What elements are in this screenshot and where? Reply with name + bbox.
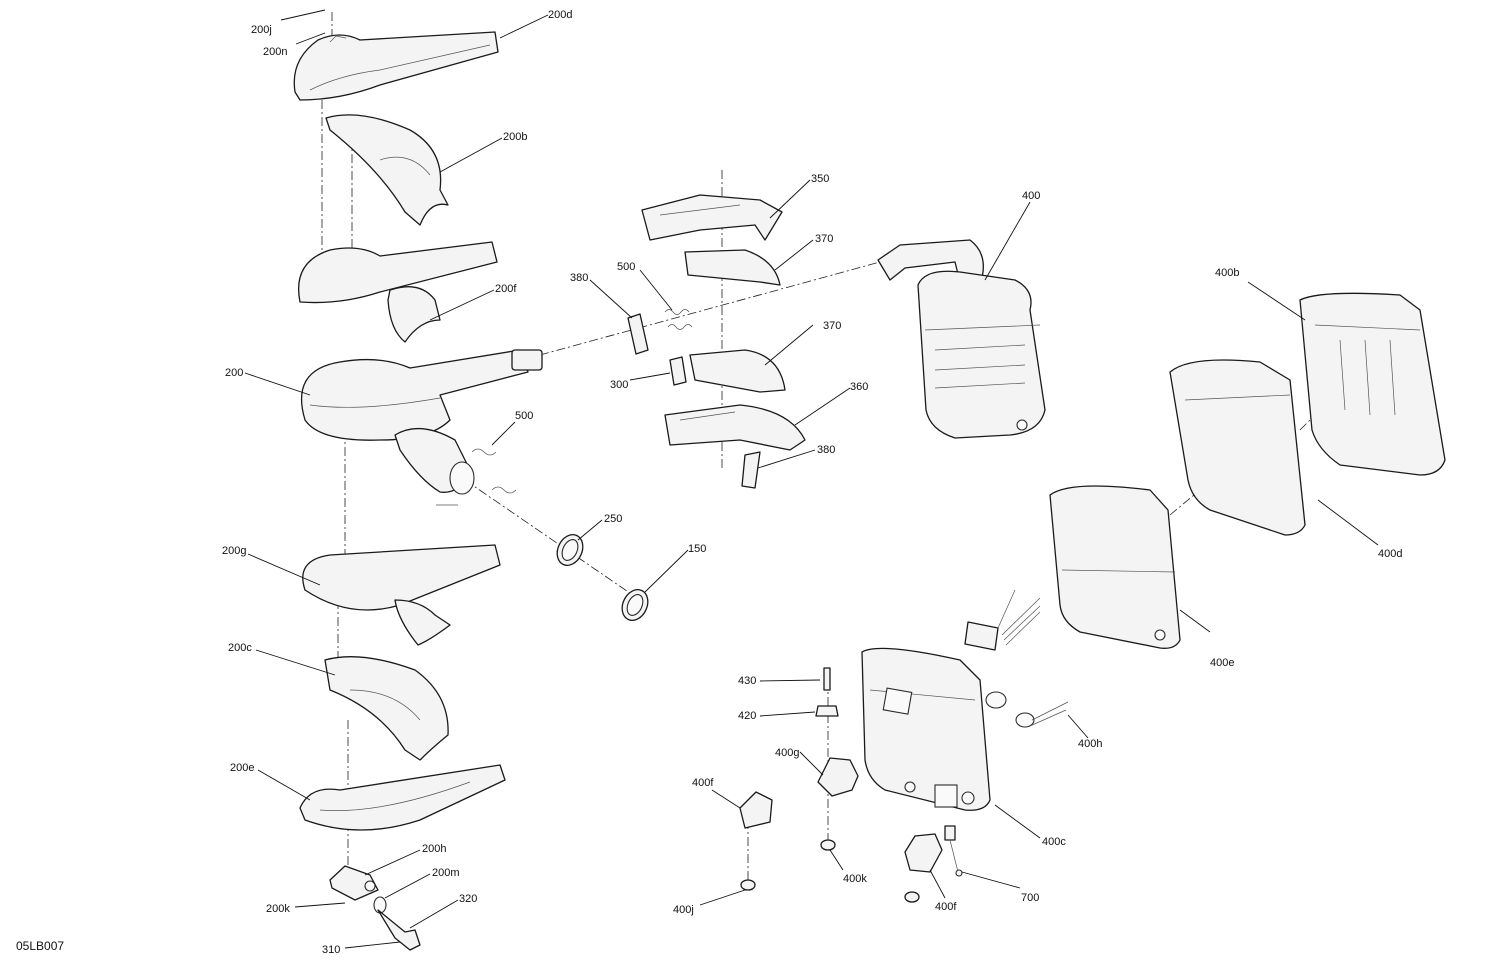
label-200d: 200d xyxy=(548,9,572,21)
label-400k: 400k xyxy=(843,873,867,885)
part-400h-hardware xyxy=(964,589,1069,728)
part-360-pipe xyxy=(664,404,806,451)
label-200b: 200b xyxy=(503,131,527,143)
label-200: 200 xyxy=(225,367,243,379)
part-400-silencer xyxy=(877,239,1046,439)
label-250: 250 xyxy=(604,513,622,525)
part-400e-cover xyxy=(1049,485,1181,649)
label-700: 700 xyxy=(1021,892,1039,904)
part-200b-rear-shield xyxy=(325,114,449,226)
part-400f-mounts xyxy=(739,791,943,873)
label-200c: 200c xyxy=(228,642,252,654)
part-380-lower-clip xyxy=(741,451,761,489)
callout-labels: 200j 200n 200d 200b 200f 200 500 200g 20… xyxy=(222,9,1402,956)
part-380-clip xyxy=(627,313,649,355)
label-430: 430 xyxy=(738,675,756,687)
label-500-left: 500 xyxy=(515,410,533,422)
label-370-upper: 370 xyxy=(815,233,833,245)
label-200h: 200h xyxy=(422,843,446,855)
label-300: 300 xyxy=(610,379,628,391)
part-150-gasket xyxy=(621,588,649,622)
label-400e: 400e xyxy=(1210,657,1234,669)
part-200e-bottom-shield xyxy=(299,764,506,831)
label-200n: 200n xyxy=(263,46,287,58)
label-380-lower: 380 xyxy=(817,444,835,456)
label-200f: 200f xyxy=(495,283,517,295)
part-400g-bracket xyxy=(817,757,859,797)
label-400f-left: 400f xyxy=(692,777,714,789)
part-320-310-hanger xyxy=(373,896,421,951)
part-350-heat-shield xyxy=(641,194,783,241)
label-400f-right: 400f xyxy=(935,901,957,913)
label-400g: 400g xyxy=(775,747,799,759)
label-320: 320 xyxy=(459,893,477,905)
label-360: 360 xyxy=(850,381,868,393)
part-200c-lower-shield xyxy=(324,656,449,761)
label-400j: 400j xyxy=(673,904,694,916)
label-400: 400 xyxy=(1022,190,1040,202)
part-700-sensor xyxy=(944,825,963,877)
part-370-lower-pipe xyxy=(669,349,786,393)
leader-lines xyxy=(244,9,1379,949)
label-420: 420 xyxy=(738,710,756,722)
part-400c-inner-cover xyxy=(861,647,991,811)
part-200d-top-shield xyxy=(293,31,499,101)
part-430-420-bolt xyxy=(815,667,839,717)
label-400c: 400c xyxy=(1042,836,1066,848)
label-380-upper: 380 xyxy=(570,272,588,284)
label-200e: 200e xyxy=(230,762,254,774)
label-310: 310 xyxy=(322,944,340,956)
label-400h: 400h xyxy=(1078,738,1102,750)
part-200-muffler-body xyxy=(300,349,543,506)
label-400d: 400d xyxy=(1378,548,1402,560)
label-150: 150 xyxy=(688,543,706,555)
part-200f-upper-half xyxy=(298,241,498,343)
part-400k-400j-dampers xyxy=(740,839,920,903)
part-500-springs-upper xyxy=(664,309,693,330)
diagram-code: 05LB007 xyxy=(16,939,64,953)
part-200h-bracket xyxy=(329,865,379,901)
part-400d-cover xyxy=(1169,359,1306,536)
part-400b-outer-cover xyxy=(1299,292,1446,476)
label-200m: 200m xyxy=(432,867,460,879)
part-370-upper-pipe xyxy=(684,249,781,286)
label-370-lower: 370 xyxy=(823,320,841,332)
label-200j: 200j xyxy=(251,24,272,36)
label-500-mid: 500 xyxy=(617,261,635,273)
label-350: 350 xyxy=(811,173,829,185)
label-200g: 200g xyxy=(222,545,246,557)
part-200g-lower-half xyxy=(302,544,501,646)
part-250-gasket xyxy=(556,533,584,567)
label-400b: 400b xyxy=(1215,267,1239,279)
label-200k: 200k xyxy=(266,903,290,915)
